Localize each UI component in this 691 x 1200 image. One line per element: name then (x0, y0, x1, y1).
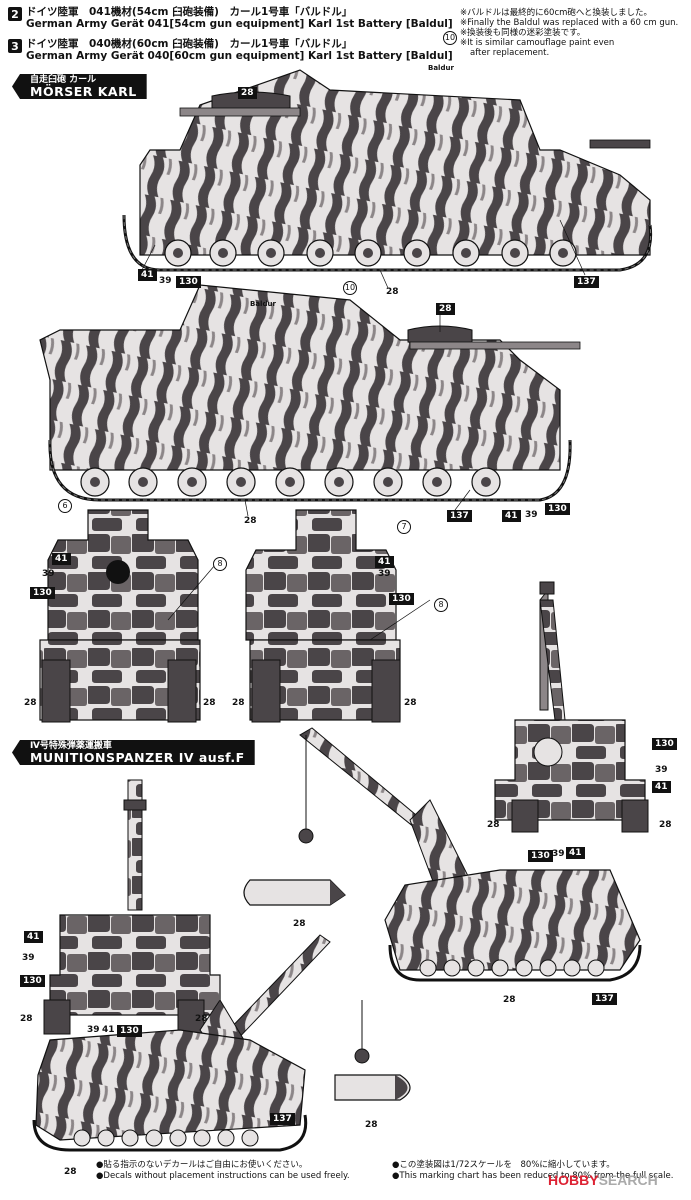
watermark-logo: HOBBYSEARCH (548, 1172, 658, 1188)
vehicle-name-marking: Baldur (428, 64, 454, 72)
karl-side-view-1 (122, 69, 653, 272)
callout-10: 10 (343, 281, 357, 295)
callout-39: 39 (159, 276, 172, 286)
callout-39: 39 (655, 765, 668, 775)
section-label-en: MÖRSER KARL (30, 84, 137, 99)
callout-39: 39 (378, 569, 391, 579)
munition-section-label: Ⅳ号特殊弾薬運搬車 MUNITIONSPANZER IV ausf.F (12, 740, 255, 765)
karl-front-view (245, 509, 401, 723)
callout-41: 41 (24, 931, 43, 943)
karl-side-view-2 (39, 284, 581, 502)
header-jp: ドイツ陸軍 040機材(60cm 臼砲装備) カール1号車「バルドル」 (26, 38, 353, 50)
callout-137: 137 (574, 276, 599, 288)
note-line: ※換装後も同様の迷彩塗装です。 (460, 28, 586, 38)
munitionspanzer-crane-side-left (32, 934, 411, 1152)
footer-en: ●Decals without placement instructions c… (96, 1171, 350, 1181)
callout-28: 28 (503, 995, 516, 1005)
callout-28: 28 (232, 698, 245, 708)
callout-28: 28 (386, 287, 399, 297)
footer-jp: ●貼る指示のないデカールはご自由にお使いください。 (96, 1160, 308, 1170)
callout-28: 28 (195, 1014, 208, 1024)
callout-39: 39 (87, 1025, 100, 1035)
leader-lines (141, 219, 586, 641)
callout-7: 7 (397, 520, 411, 534)
callout-28: 28 (487, 820, 500, 830)
callout-137: 137 (592, 993, 617, 1005)
callout-28: 28 (293, 919, 306, 929)
version-number-badge: 2 (8, 7, 22, 21)
callout-28: 28 (404, 698, 417, 708)
callout-28: 28 (203, 698, 216, 708)
footer-jp: ●この塗装図は1/72スケールを 80%に縮小しています。 (392, 1160, 615, 1170)
karl-section-label: 自走臼砲 カール MÖRSER KARL (12, 74, 147, 99)
header-en: German Army Gerät 040[60cm gun equipment… (26, 50, 453, 62)
footer-right-note: ●この塗装図は1/72スケールを 80%に縮小しています。 ●This mark… (392, 1160, 673, 1182)
callout-130: 130 (117, 1025, 142, 1037)
header-en: German Army Gerät 041[54cm gun equipment… (26, 18, 453, 30)
callout-41: 41 (52, 553, 71, 565)
callout-39: 39 (42, 569, 55, 579)
callout-39: 39 (552, 849, 565, 859)
version-number-badge: 3 (8, 39, 22, 53)
replacement-note: ※バルドルは最終的に60cm砲へと換装しました。 ※Finally the Ba… (460, 8, 688, 58)
callout-8: 8 (213, 557, 227, 571)
callout-8: 8 (434, 598, 448, 612)
callout-130: 130 (176, 276, 201, 288)
callout-39: 39 (22, 953, 35, 963)
callout-28: 28 (20, 1014, 33, 1024)
callout-28: 28 (238, 87, 257, 99)
callout-41: 41 (102, 1025, 115, 1035)
watermark-brand: HOBBY (548, 1172, 599, 1188)
header-version-2: 2 ドイツ陸軍 041機材(54cm 臼砲装備) カール1号車「バルドル」 Ge… (8, 6, 453, 30)
callout-130: 130 (528, 850, 553, 862)
header-jp: ドイツ陸軍 041機材(54cm 臼砲装備) カール1号車「バルドル」 (26, 6, 353, 18)
section-label-jp: Ⅳ号特殊弾薬運搬車 (30, 741, 112, 751)
karl-rear-view (39, 509, 201, 723)
callout-28: 28 (436, 303, 455, 315)
footer-en: ●This marking chart has been reduced to … (392, 1171, 674, 1181)
note-line: after replacement. (470, 48, 550, 58)
watermark-suffix: SEARCH (598, 1172, 658, 1188)
callout-130: 130 (652, 738, 677, 750)
section-label-en: MUNITIONSPANZER IV ausf.F (30, 750, 245, 765)
note-line: ※Finally the Baldul was replaced with a … (460, 18, 679, 28)
vehicle-name-marking: Baldur (250, 300, 276, 308)
callout-41: 41 (652, 781, 671, 793)
header-version-3: 3 ドイツ陸軍 040機材(60cm 臼砲装備) カール1号車「バルドル」 Ge… (8, 38, 453, 62)
callout-6: 6 (58, 499, 72, 513)
callout-41: 41 (375, 556, 394, 568)
callout-130: 130 (20, 975, 45, 987)
callout-39: 39 (525, 510, 538, 520)
munitionspanzer-rear-view (43, 779, 221, 1035)
callout-28: 28 (244, 516, 257, 526)
callout-137: 137 (270, 1113, 295, 1125)
callout-28: 28 (659, 820, 672, 830)
footer-left-note: ●貼る指示のないデカールはご自由にお使いください。 ●Decals withou… (96, 1160, 350, 1182)
section-label-jp: 自走臼砲 カール (30, 75, 97, 85)
callout-28: 28 (24, 698, 37, 708)
callout-41: 41 (138, 269, 157, 281)
note-line: ※It is similar camouflage paint even (460, 38, 615, 48)
callout-41: 41 (566, 847, 585, 859)
callout-130: 130 (389, 593, 414, 605)
callout-10: 10 (443, 31, 457, 45)
note-line: ※バルドルは最終的に60cm砲へと換装しました。 (460, 8, 652, 18)
munitionspanzer-crane-side (243, 727, 642, 982)
munitionspanzer-front-view (494, 581, 649, 833)
callout-130: 130 (30, 587, 55, 599)
callout-28: 28 (64, 1167, 77, 1177)
callout-41: 41 (502, 510, 521, 522)
callout-137: 137 (447, 510, 472, 522)
callout-130: 130 (545, 503, 570, 515)
callout-28: 28 (365, 1120, 378, 1130)
